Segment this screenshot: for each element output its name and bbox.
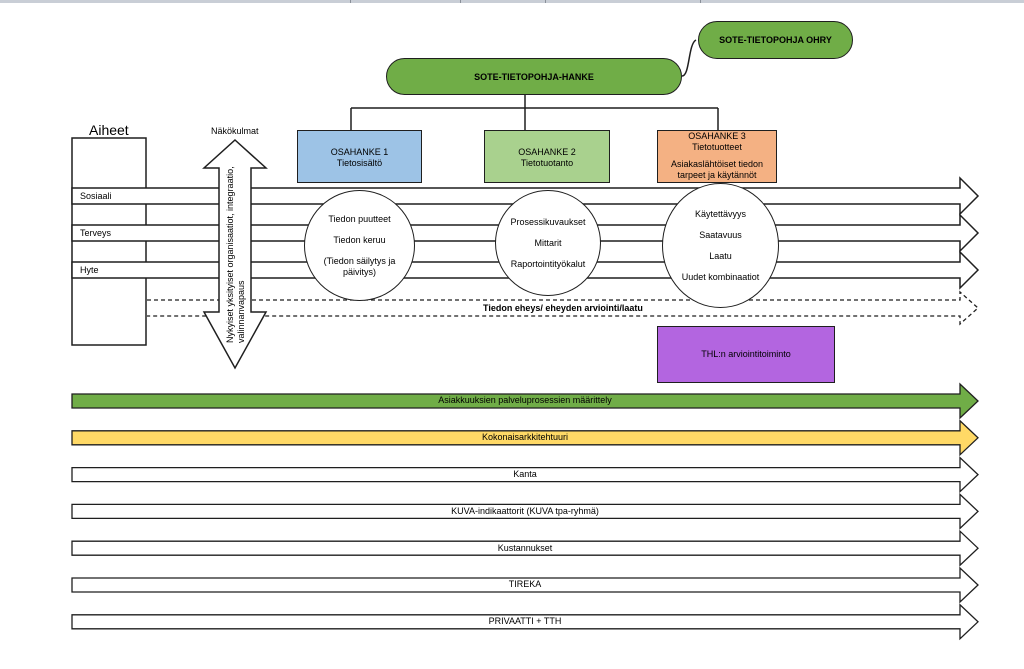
topic-terveys: Terveys	[80, 228, 112, 238]
integrity-label: Tiedon eheys/ eheyden arviointi/laatu	[483, 303, 643, 313]
band-arrow-4	[71, 529, 979, 567]
perspective-double-arrow	[202, 138, 268, 370]
band-arrow-3	[71, 492, 979, 530]
integrity-arrow	[147, 290, 979, 326]
band-label-4: Kustannukset	[497, 543, 553, 553]
circle-subproject-3: Käytettävyys Saatavuus Laatu Uudet kombi…	[662, 183, 779, 308]
top-toolbar-strip	[0, 0, 1024, 3]
steering-group-pill: SOTE-TIETOPOHJA OHRY	[698, 21, 853, 59]
band-label-0: Asiakkuuksien palveluprosessien määritte…	[438, 395, 612, 405]
thl-evaluation-box: THL:n arviointitoiminto	[657, 326, 835, 383]
band-arrow-2	[71, 456, 979, 494]
band-label-3: KUVA-indikaattorit (KUVA tpa-ryhmä)	[451, 506, 599, 516]
topic-hyte: Hyte	[80, 265, 99, 275]
perspective-vertical-text: Nykyiset yksityiset organisaatiot, integ…	[225, 166, 246, 343]
circle-subproject-1: Tiedon puutteet Tiedon keruu (Tiedon säi…	[304, 190, 415, 301]
main-project-pill: SOTE-TIETOPOHJA-HANKE	[386, 58, 682, 95]
ohry-connector	[681, 39, 697, 77]
band-label-1: Kokonaisarkkitehtuuri	[481, 432, 569, 442]
topic-sosiaali: Sosiaali	[80, 191, 112, 201]
perspective-label: Näkökulmat	[211, 126, 259, 136]
band-arrow-0	[71, 382, 979, 420]
band-arrow-5	[71, 566, 979, 604]
band-label-2: Kanta	[513, 469, 537, 479]
circle-subproject-2: Prosessikuvaukset Mittarit Raportointity…	[495, 190, 601, 296]
band-label-5: TIREKA	[508, 579, 542, 589]
band-arrow-1	[71, 419, 979, 457]
band-arrow-6	[71, 603, 979, 641]
aiheet-title: Aiheet	[89, 122, 129, 138]
band-label-6: PRIVAATTI + TTH	[488, 616, 562, 626]
